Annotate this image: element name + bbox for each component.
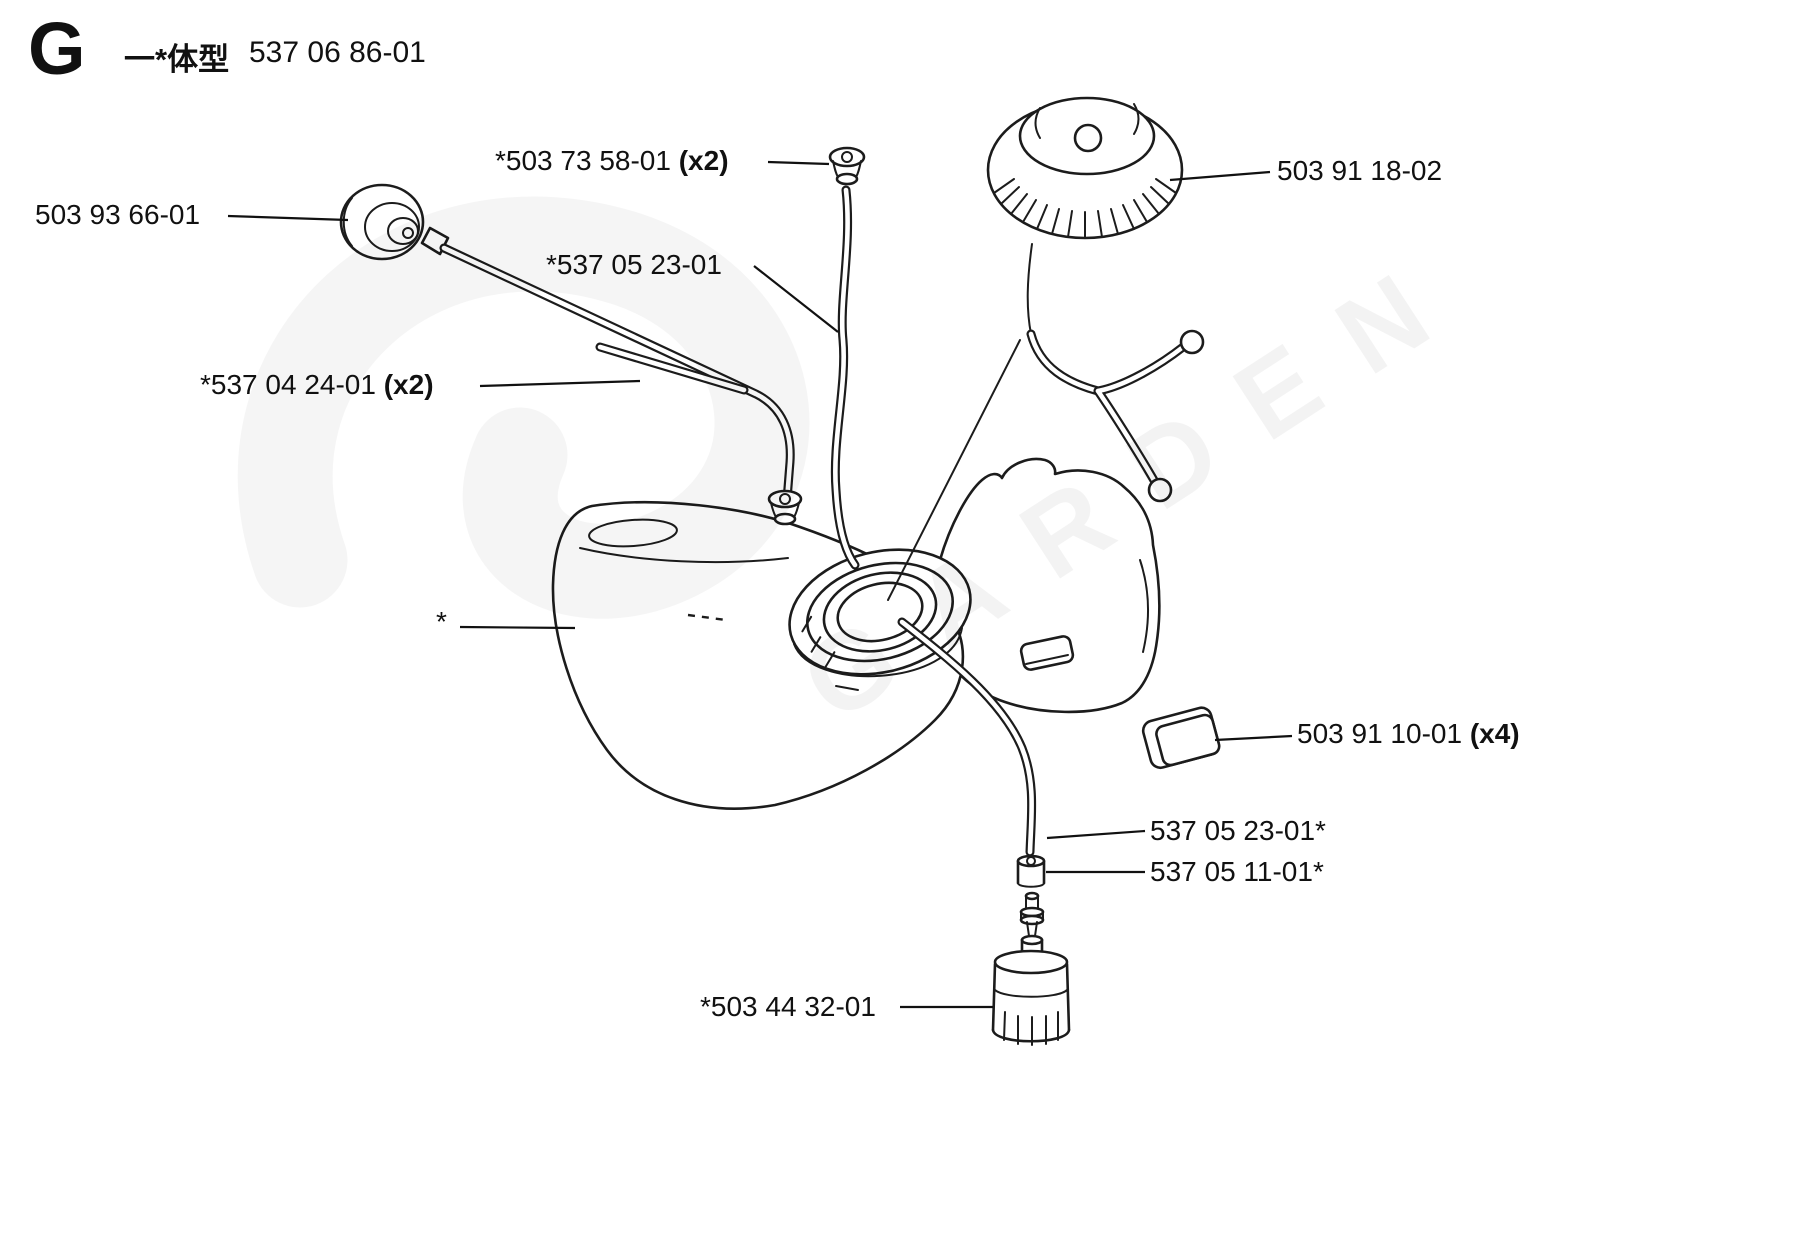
part-number: *503 44 32-01 <box>700 991 876 1022</box>
part-label-503-93-66-01: 503 93 66-01 <box>35 199 200 231</box>
fuel-line-spare <box>595 342 749 395</box>
part-label-503-44-32-01: *503 44 32-01 <box>700 991 876 1023</box>
part-number: 503 91 18-02 <box>1277 155 1443 186</box>
leader-lines <box>227 160 1293 1009</box>
fuel-line-main <box>439 243 795 505</box>
part-label-537-04-24-01: *537 04 24-01 (x2) <box>200 369 434 401</box>
hose-clamp <box>1016 854 1046 888</box>
part-label-537-05-11-01: 537 05 11-01* <box>1150 856 1324 888</box>
grommet-tank <box>767 489 803 526</box>
part-number: * <box>436 606 447 637</box>
section-letter: G <box>28 7 87 90</box>
part-label-tank-asterisk: * <box>436 606 447 638</box>
hose-connector <box>1019 891 1045 937</box>
header-model-label: 一*体型 <box>124 42 230 77</box>
part-number: 537 05 23-01* <box>1150 815 1326 846</box>
rear-housing <box>937 457 1161 714</box>
fuel-pickup-head <box>339 183 450 261</box>
fuel-line-top <box>830 185 860 570</box>
rubber-bushing <box>1141 706 1221 770</box>
part-number: *537 05 23-01 <box>546 249 722 280</box>
part-quantity: (x2) <box>383 369 434 400</box>
part-number: *537 04 24-01 <box>200 369 384 400</box>
fuel-cap <box>986 96 1184 335</box>
fuel-filter <box>991 934 1071 1046</box>
grommet-top <box>828 146 866 186</box>
part-label-503-91-18-02: 503 91 18-02 <box>1277 155 1442 187</box>
part-label-537-05-23-01-bottom: 537 05 23-01* <box>1150 815 1326 847</box>
part-quantity: (x2) <box>678 145 729 176</box>
part-quantity: (x4) <box>1469 718 1520 749</box>
cap-retainer <box>1026 329 1205 503</box>
part-label-503-73-58-01: *503 73 58-01 (x2) <box>495 145 729 177</box>
cap-tether-cord <box>887 339 1021 601</box>
part-number: 503 93 66-01 <box>35 199 201 230</box>
part-number: 503 91 10-01 <box>1297 718 1470 749</box>
fuel-line-bottom <box>897 617 1037 857</box>
part-number: *503 73 58-01 <box>495 145 679 176</box>
part-number: 537 05 11-01* <box>1150 856 1324 887</box>
part-label-537-05-23-01-top: *537 05 23-01 <box>546 249 722 281</box>
part-label-503-91-10-01: 503 91 10-01 (x4) <box>1297 718 1520 750</box>
header-document-number: 537 06 86-01 <box>249 36 426 69</box>
